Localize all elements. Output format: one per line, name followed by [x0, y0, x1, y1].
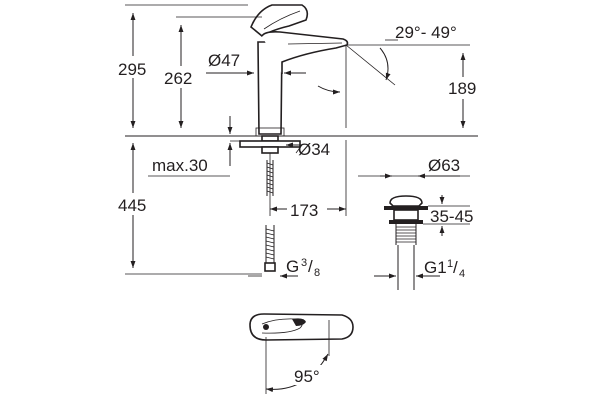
dim-g114-num: 1 [447, 258, 453, 270]
dim-g38-base: G [286, 257, 299, 276]
dim-295-label: 295 [118, 60, 146, 79]
pop-up-waste: Ø63 35-45 G1 1 / 4 [358, 156, 473, 290]
dim-445-label: 445 [118, 196, 146, 215]
dim-outlet-height: 189 [345, 46, 483, 128]
faucet-side-view [250, 4, 349, 137]
dim-g114-base: G1 [424, 258, 447, 277]
dim-g114-den: 4 [459, 268, 465, 280]
supply-hose [264, 225, 276, 272]
faucet-top-view: 95° [249, 313, 354, 394]
svg-text:/: / [453, 258, 458, 277]
dim-47-label: Ø47 [208, 51, 240, 70]
dim-34-label: Ø34 [298, 140, 330, 159]
dim-63-label: Ø63 [428, 156, 460, 175]
dim-3545-label: 35-45 [430, 207, 473, 226]
dim-angle-label: 29°- 49° [395, 23, 457, 42]
dim-g38-num: 3 [301, 257, 307, 269]
svg-text:/: / [308, 257, 313, 276]
dim-lever-angle: 29°- 49° [317, 23, 470, 95]
dim-deck-thickness: max.30 [148, 116, 258, 177]
dim-173-label: 173 [290, 201, 318, 220]
dim-max30-label: max.30 [152, 156, 208, 175]
dim-below-deck: 445 [117, 143, 262, 275]
dim-spout-height: 262 [162, 16, 262, 128]
dim-262-label: 262 [164, 69, 192, 88]
dim-hole-diameter: Ø34 [286, 140, 330, 159]
dim-g38-den: 8 [314, 267, 320, 279]
dim-189-label: 189 [448, 79, 476, 98]
dim-base-diameter: Ø47 [206, 51, 306, 76]
dim-overall-height: 295 [117, 4, 248, 128]
dim-projection: 173 [269, 140, 347, 220]
dim-95-label: 95° [294, 367, 320, 386]
dim-connection-thread: G 3 / 8 [248, 257, 320, 279]
